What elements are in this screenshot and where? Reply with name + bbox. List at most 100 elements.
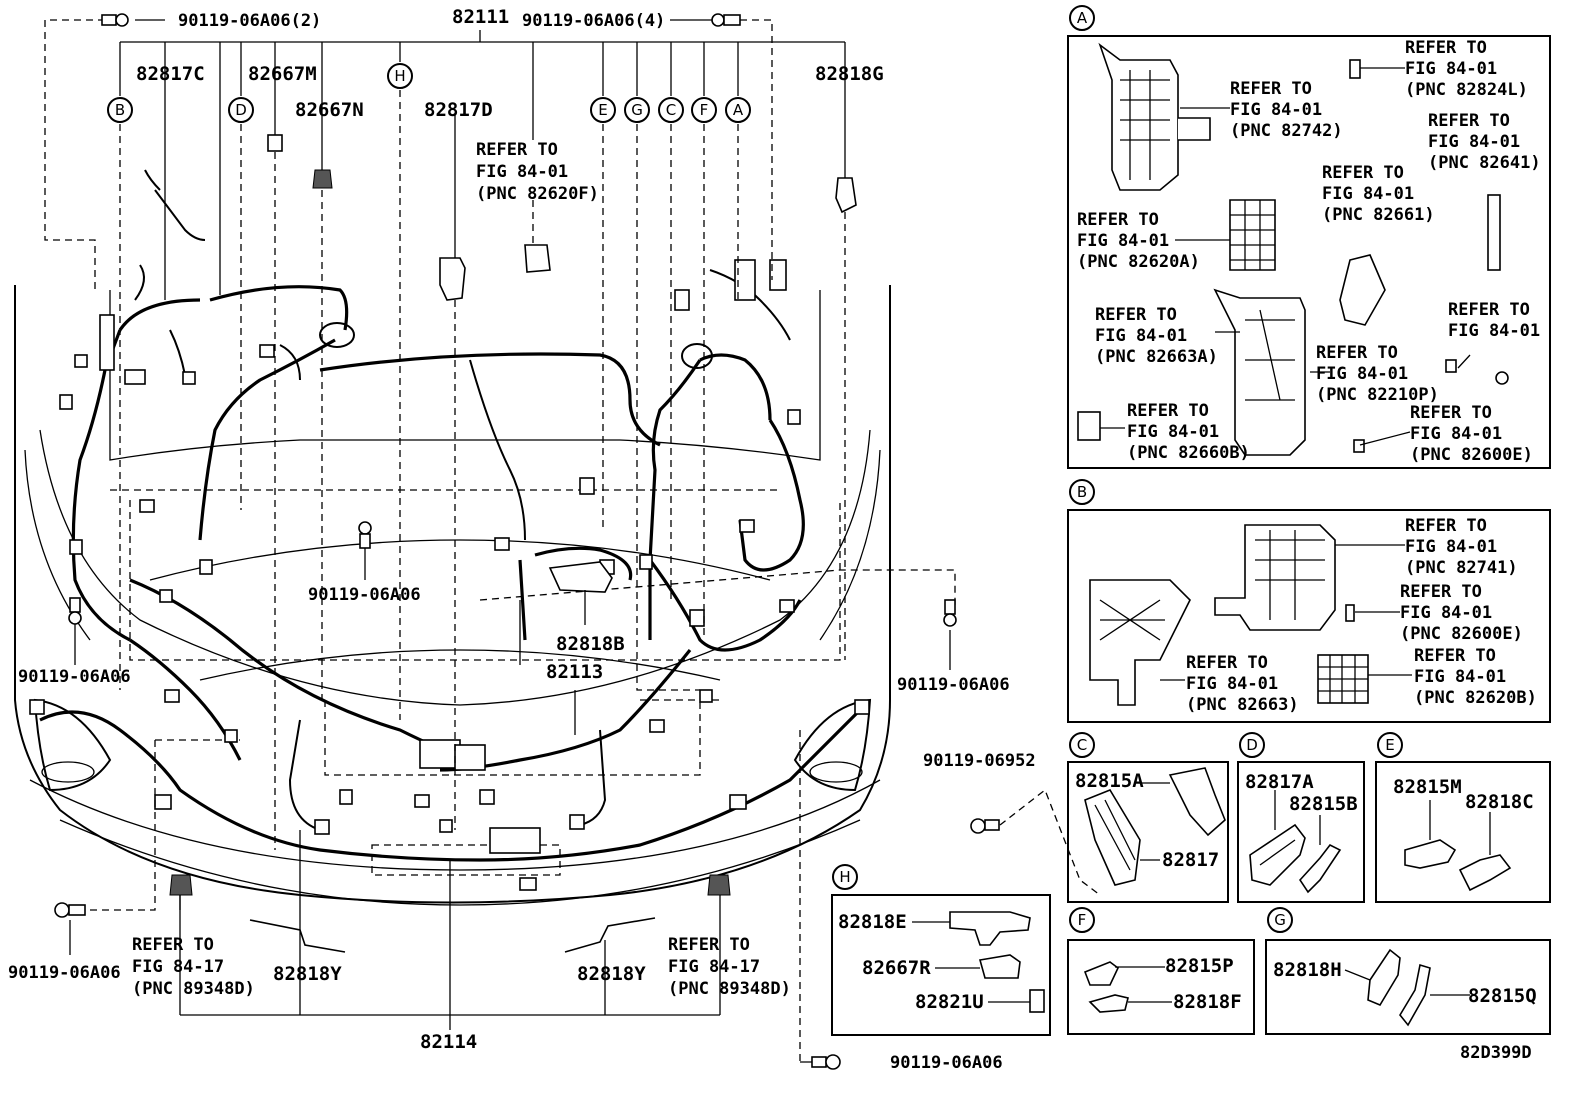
bolt-label: 90119-06A06 xyxy=(8,963,121,983)
svg-text:(PNC 89348D): (PNC 89348D) xyxy=(132,979,255,999)
bolt-icon xyxy=(101,13,129,27)
bolt-label: 90119-06A06 xyxy=(18,667,131,687)
part-label-82818b: 82818B xyxy=(556,633,625,655)
part-label-82111: 82111 xyxy=(452,6,509,28)
refer-note-89348d-left: REFER TO FIG 84-17 (PNC 89348D) xyxy=(132,935,255,999)
bolt-label: 90119-06A06 xyxy=(890,1053,1003,1073)
svg-text:FIG 84-01: FIG 84-01 xyxy=(1428,132,1520,152)
svg-text:REFER TO: REFER TO xyxy=(1077,210,1159,230)
panel-letter: D xyxy=(1246,736,1258,754)
svg-text:F: F xyxy=(700,101,709,119)
svg-text:REFER TO: REFER TO xyxy=(1410,403,1492,423)
part-label-82667n: 82667N xyxy=(295,99,364,121)
svg-text:REFER TO: REFER TO xyxy=(132,935,214,955)
refer-note-82620f: REFER TO FIG 84-01 (PNC 82620F) xyxy=(476,140,599,204)
callout-circle-f: F xyxy=(691,97,717,123)
part-label-82114: 82114 xyxy=(420,1031,477,1053)
svg-text:D: D xyxy=(235,101,247,119)
detail-panel-h: H 82818E 82667R 82821U xyxy=(831,864,1051,1036)
panel-letter: A xyxy=(1077,9,1088,27)
bolt-label: 90119-06A06 xyxy=(308,585,421,605)
svg-text:REFER TO: REFER TO xyxy=(1414,646,1496,666)
svg-text:(PNC 82620A): (PNC 82620A) xyxy=(1077,252,1200,272)
svg-text:REFER TO: REFER TO xyxy=(1322,163,1404,183)
svg-text:(PNC 82620F): (PNC 82620F) xyxy=(476,184,599,204)
panel-letter: G xyxy=(1274,911,1286,929)
part-label-82818f: 82818F xyxy=(1173,991,1242,1013)
svg-text:FIG 84-01: FIG 84-01 xyxy=(1414,667,1506,687)
svg-text:(PNC 82742): (PNC 82742) xyxy=(1230,121,1343,141)
svg-text:E: E xyxy=(598,101,607,119)
svg-text:FIG 84-01: FIG 84-01 xyxy=(1077,231,1169,251)
svg-text:REFER TO: REFER TO xyxy=(1428,111,1510,131)
svg-text:(PNC 89348D): (PNC 89348D) xyxy=(668,979,791,999)
panel-letter: B xyxy=(1077,483,1087,501)
bolt-label: 90119-06A06 xyxy=(897,675,1010,695)
callout-circle-g: G xyxy=(624,97,650,123)
part-label-82818y-left: 82818Y xyxy=(273,963,342,985)
bolt-icon xyxy=(68,597,82,625)
svg-text:(PNC 82661): (PNC 82661) xyxy=(1322,205,1435,225)
svg-text:FIG 84-17: FIG 84-17 xyxy=(668,957,760,977)
detail-panel-e: E 82815M 82818C xyxy=(1375,732,1551,903)
part-label-82815m: 82815M xyxy=(1393,776,1462,798)
detail-panel-d: D 82817A 82815B xyxy=(1237,732,1365,903)
part-label-82817a: 82817A xyxy=(1245,771,1314,793)
svg-text:FIG 84-01: FIG 84-01 xyxy=(1448,321,1540,341)
detail-panel-g: G 82818H 82815Q xyxy=(1265,907,1551,1035)
engine-room-harness xyxy=(29,134,870,953)
svg-text:(PNC 82600E): (PNC 82600E) xyxy=(1410,445,1533,465)
svg-text:FIG 84-01: FIG 84-01 xyxy=(1322,184,1414,204)
part-label-82667m: 82667M xyxy=(248,63,317,85)
part-label-82817: 82817 xyxy=(1162,849,1219,871)
part-label-82821u: 82821U xyxy=(915,991,984,1013)
bolt-icon xyxy=(711,13,741,27)
grommet-icon xyxy=(169,874,193,896)
grommet-icon xyxy=(707,874,731,896)
part-label-82113: 82113 xyxy=(546,661,603,683)
svg-text:(PNC 82663): (PNC 82663) xyxy=(1186,695,1299,715)
callout-circle-h: H xyxy=(387,63,413,89)
part-label-82815b: 82815B xyxy=(1289,793,1358,815)
part-label-82815p: 82815P xyxy=(1165,955,1234,977)
svg-text:(PNC 82641): (PNC 82641) xyxy=(1428,153,1541,173)
svg-text:FIG 84-01: FIG 84-01 xyxy=(1316,364,1408,384)
panel-letter: H xyxy=(839,868,850,886)
svg-text:(PNC 82660B): (PNC 82660B) xyxy=(1127,443,1250,463)
svg-text:REFER TO: REFER TO xyxy=(1127,401,1209,421)
callout-circle-c: C xyxy=(658,97,684,123)
part-label-82817c: 82817C xyxy=(136,63,205,85)
svg-text:REFER TO: REFER TO xyxy=(1405,516,1487,536)
callout-circle-b: B xyxy=(107,97,133,123)
fasteners xyxy=(54,13,957,1070)
svg-text:H: H xyxy=(394,67,405,85)
svg-text:(PNC 82824L): (PNC 82824L) xyxy=(1405,80,1528,100)
callout-circle-e: E xyxy=(590,97,616,123)
bolt-icon xyxy=(943,599,957,627)
main-part-labels: 82111 90119-06A06(2) 90119-06A06(4) 8281… xyxy=(8,6,1010,1073)
svg-text:(PNC 82663A): (PNC 82663A) xyxy=(1095,347,1218,367)
svg-text:REFER TO: REFER TO xyxy=(1095,305,1177,325)
part-label-82818e: 82818E xyxy=(838,911,907,933)
svg-text:FIG 84-01: FIG 84-01 xyxy=(476,162,568,182)
svg-text:REFER TO: REFER TO xyxy=(1316,343,1398,363)
bolt-icon xyxy=(358,521,372,549)
svg-text:G: G xyxy=(631,101,643,119)
panel-letter: E xyxy=(1385,736,1394,754)
svg-text:FIG 84-01: FIG 84-01 xyxy=(1230,100,1322,120)
panel-letter: C xyxy=(1077,736,1087,754)
callout-circle-d: D xyxy=(228,97,254,123)
part-label-82818h: 82818H xyxy=(1273,959,1342,981)
svg-text:REFER TO: REFER TO xyxy=(668,935,750,955)
